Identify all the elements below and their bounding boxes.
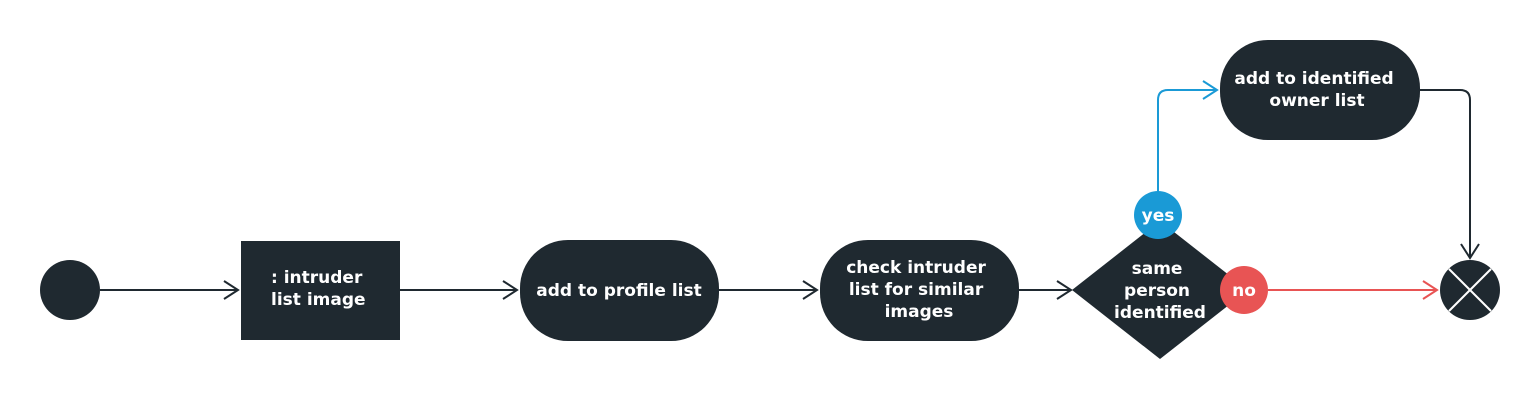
no-badge-label: no xyxy=(1232,281,1256,301)
edge-add-owner-to-final xyxy=(1420,89,1480,260)
svg-text:: intruder list image: : intruder list image xyxy=(271,268,368,310)
edge-start-to-object xyxy=(100,280,240,300)
action-add-profile-label: add to profile list xyxy=(536,281,701,301)
action-check-label-line1: check intruder xyxy=(846,258,986,278)
action-check-intruder-list: check intruder list for similar images xyxy=(820,240,1019,341)
action-add-to-identified-owner-list: add to identified owner list xyxy=(1220,40,1420,140)
yes-badge-label: yes xyxy=(1142,206,1175,226)
initial-node-icon xyxy=(40,260,100,320)
final-node-icon xyxy=(1440,260,1500,320)
edge-yes-to-add-owner xyxy=(1157,80,1219,200)
decision-label-line3: identified xyxy=(1114,303,1206,323)
action-check-label-line2: list for similar xyxy=(849,280,984,300)
action-add-to-profile-list: add to profile list xyxy=(520,240,719,341)
edge-no-to-final xyxy=(1268,280,1439,300)
svg-text:add to profile list: add to profile list xyxy=(536,281,701,301)
edge-object-to-add-profile xyxy=(400,280,519,300)
action-add-owner-label-line1: add to identified xyxy=(1234,69,1393,89)
yes-badge: yes xyxy=(1134,191,1182,239)
svg-text:add to identified owner: add to identified owner list xyxy=(1234,69,1399,111)
object-node-label-line2: list image xyxy=(271,290,366,310)
decision-label-line1: same xyxy=(1132,259,1183,279)
edge-add-profile-to-check xyxy=(719,280,819,300)
svg-text:check intruder list for: check intruder list for similar images xyxy=(846,258,992,322)
svg-text:no: no xyxy=(1232,281,1256,301)
object-node-label-line1: : intruder xyxy=(271,268,363,288)
decision-node-same-person: same person identified xyxy=(1072,221,1248,359)
svg-text:yes: yes xyxy=(1142,206,1175,226)
svg-text:same person identi: same person identified xyxy=(1114,259,1206,323)
object-node-intruder-list-image: : intruder list image xyxy=(241,241,400,340)
decision-label-line2: person xyxy=(1124,281,1190,301)
no-badge: no xyxy=(1220,266,1268,314)
action-check-label-line3: images xyxy=(885,302,954,322)
edge-check-to-decision xyxy=(1019,280,1073,300)
action-add-owner-label-line2: owner list xyxy=(1269,91,1364,111)
